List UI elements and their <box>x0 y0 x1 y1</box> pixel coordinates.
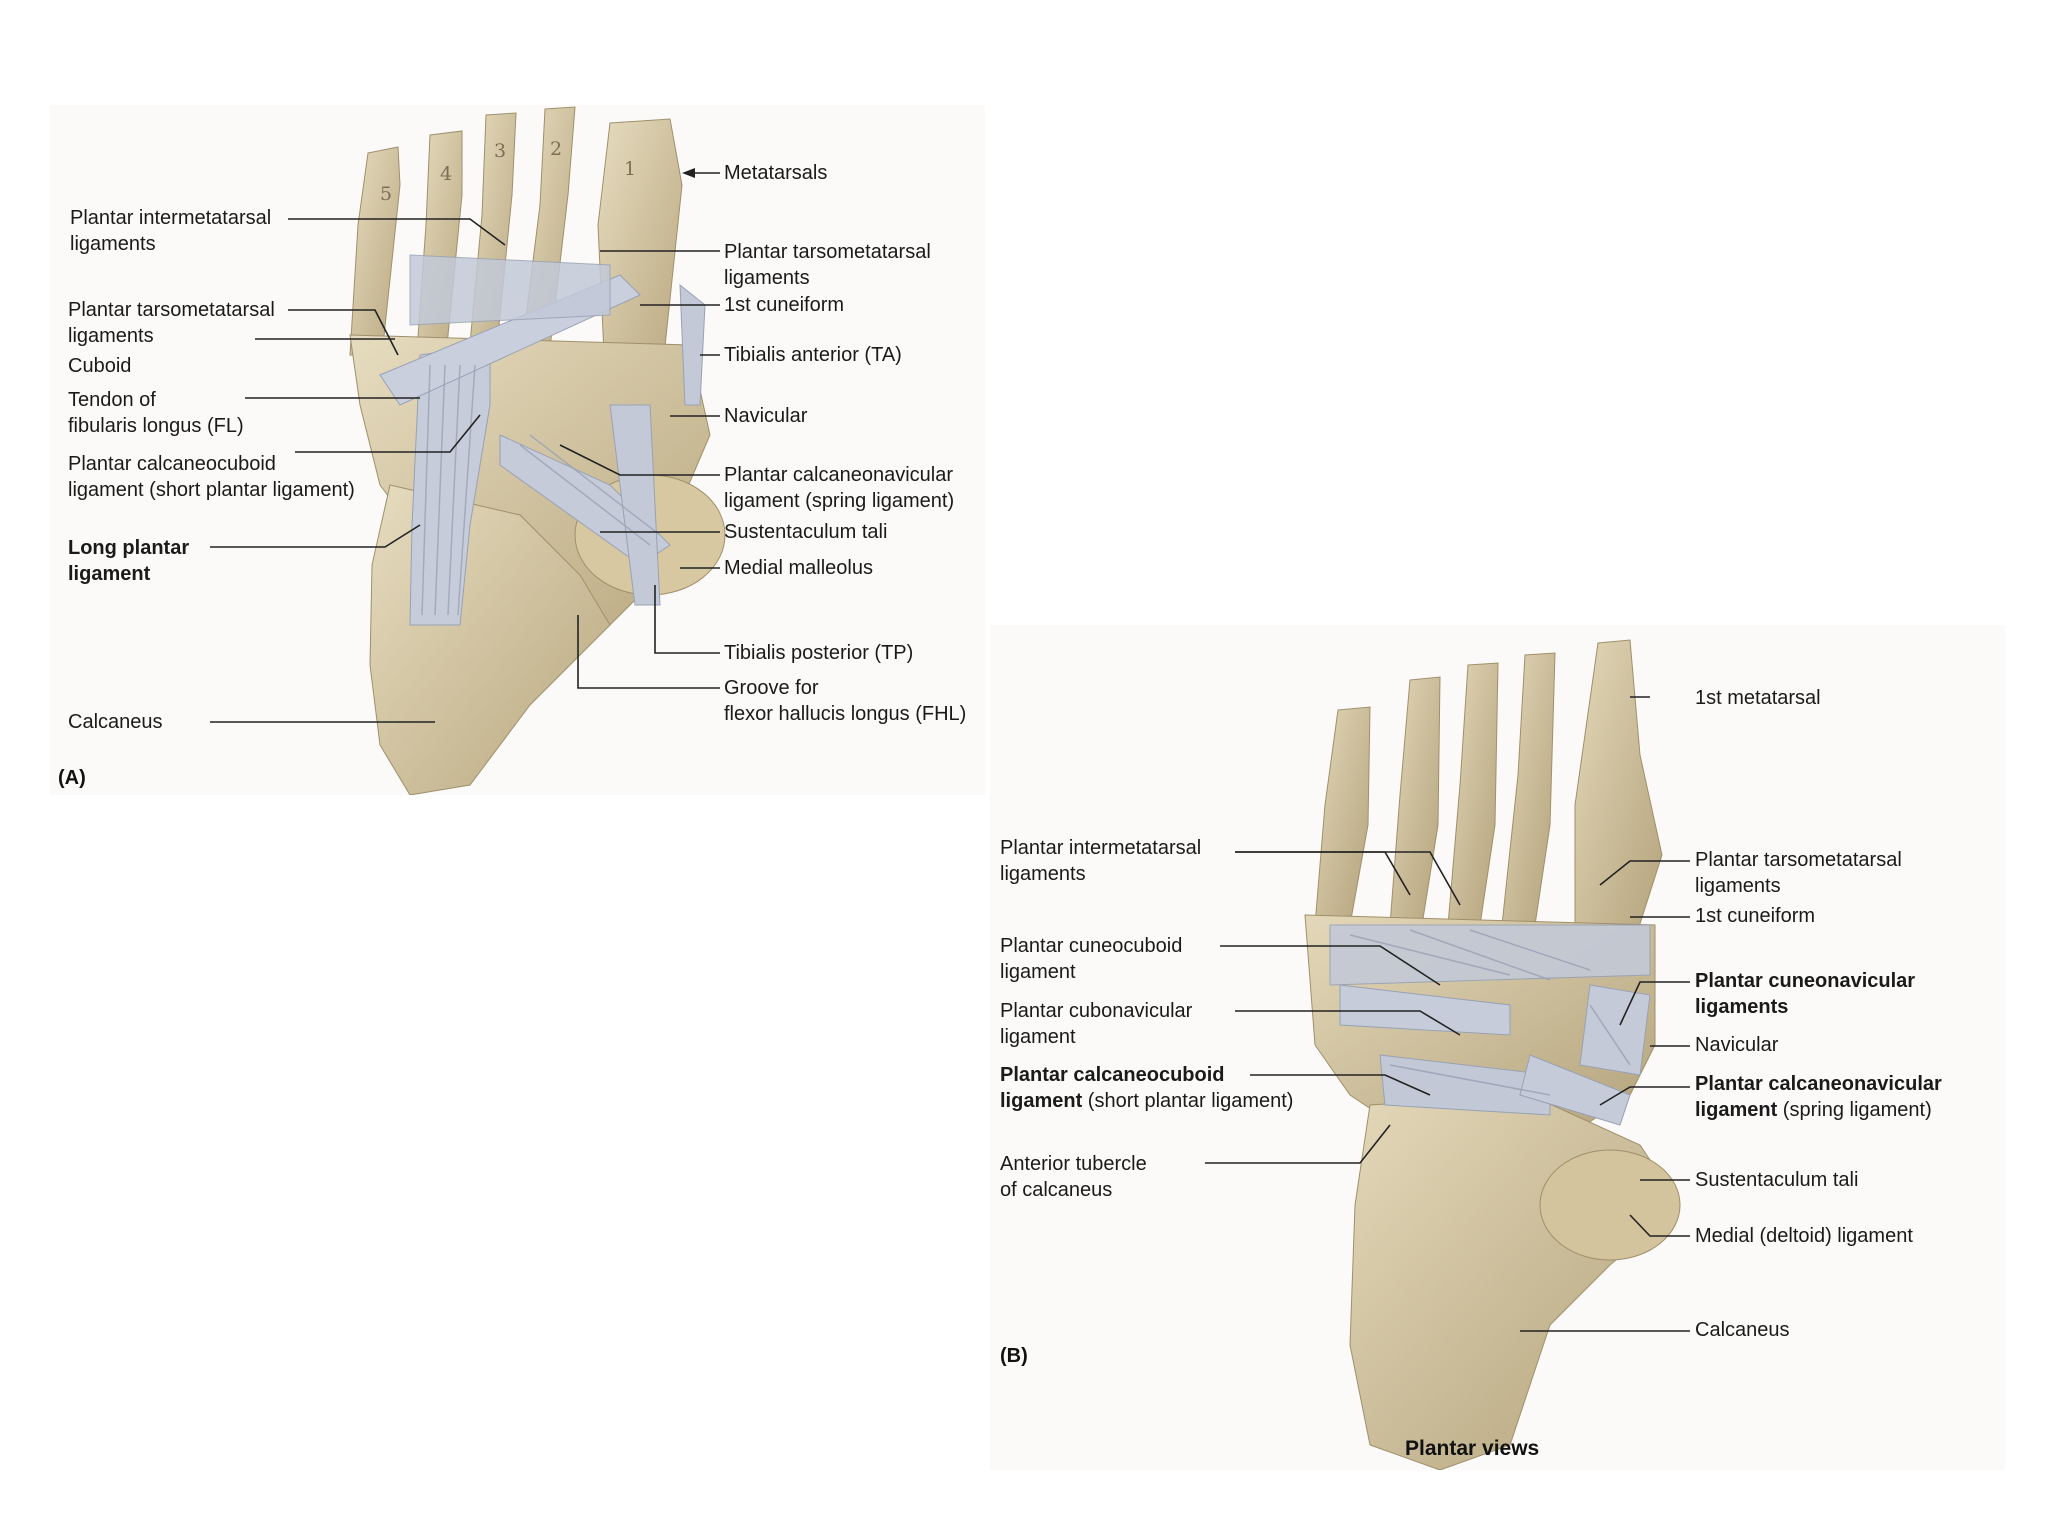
svg-text:3: 3 <box>494 140 506 162</box>
figure-title: Plantar views <box>1405 1437 1540 1460</box>
metatarsal-b-5 <box>1314 706 1371 926</box>
label-b-calcaneus: Calcaneus <box>1695 1319 1790 1341</box>
tarsometatarsal-ligaments <box>409 254 611 326</box>
svg-text:2: 2 <box>550 138 562 160</box>
label-b-navicular: Navicular <box>1695 1034 1779 1056</box>
metatarsal-1 <box>597 118 683 376</box>
metatarsal-b-1 <box>1574 639 1663 956</box>
label-a-navicular: Navicular <box>724 405 808 427</box>
label-a-1st-cuneiform: 1st cuneiform <box>724 294 845 316</box>
panel-b-tag: (B) <box>1000 1345 1028 1367</box>
label-b-plantar-calcaneonavicular-line2: ligament <box>1695 1099 1778 1121</box>
foot-illustration-a: 5 4 3 2 1 <box>210 106 726 795</box>
label-b-plantar-calcaneonavicular-suffix: (spring ligament) <box>1777 1099 1932 1121</box>
label-a-tibialis-anterior: Tibialis anterior (TA) <box>724 344 902 366</box>
svg-text:5: 5 <box>380 183 392 205</box>
svg-text:1: 1 <box>624 158 636 180</box>
metatarsal-b-4 <box>1389 676 1441 926</box>
metatarsal-4 <box>415 130 463 366</box>
label-b-plantar-calcaneocuboid-line2: ligament <box>1000 1090 1083 1112</box>
metatarsal-5 <box>349 146 401 356</box>
label-a-medial-malleolus: Medial malleolus <box>724 557 873 579</box>
leader-lines-b <box>1205 696 1690 1332</box>
sustentaculum-b <box>1539 1149 1681 1261</box>
tarsometatarsal-ligaments-b <box>1329 924 1651 986</box>
label-b-1st-metatarsal: 1st metatarsal <box>1695 687 1821 709</box>
metatarsal-b-3 <box>1447 662 1499 926</box>
leader-lines-a <box>210 172 720 723</box>
tibialis-posterior-tendon <box>609 404 661 606</box>
calcaneus-bone-b <box>1349 1094 1681 1470</box>
metatarsal-b-2 <box>1501 652 1556 926</box>
short-plantar-ligament-b <box>1379 1054 1551 1116</box>
label-a-metatarsals: Metatarsals <box>724 162 828 184</box>
svg-text:4: 4 <box>440 163 452 185</box>
foot-illustration-b <box>1205 639 1690 1470</box>
label-b-1st-cuneiform: 1st cuneiform <box>1695 905 1816 927</box>
label-a-sustentaculum-tali: Sustentaculum tali <box>724 521 888 543</box>
label-b-medial-deltoid: Medial (deltoid) ligament <box>1695 1225 1913 1247</box>
panel-a-tag: (A) <box>58 767 86 789</box>
tibialis-anterior-tendon <box>679 283 706 406</box>
label-b-sustentaculum-tali: Sustentaculum tali <box>1695 1169 1859 1191</box>
label-a-calcaneus: Calcaneus <box>68 711 163 733</box>
label-a-cuboid: Cuboid <box>68 355 132 377</box>
label-a-tibialis-posterior: Tibialis posterior (TP) <box>724 642 914 664</box>
cuneonavicular-ligaments-b <box>1579 984 1651 1076</box>
label-b-plantar-calcaneocuboid-suffix: (short plantar ligament) <box>1082 1090 1294 1112</box>
spring-ligament-b <box>1519 1054 1631 1126</box>
